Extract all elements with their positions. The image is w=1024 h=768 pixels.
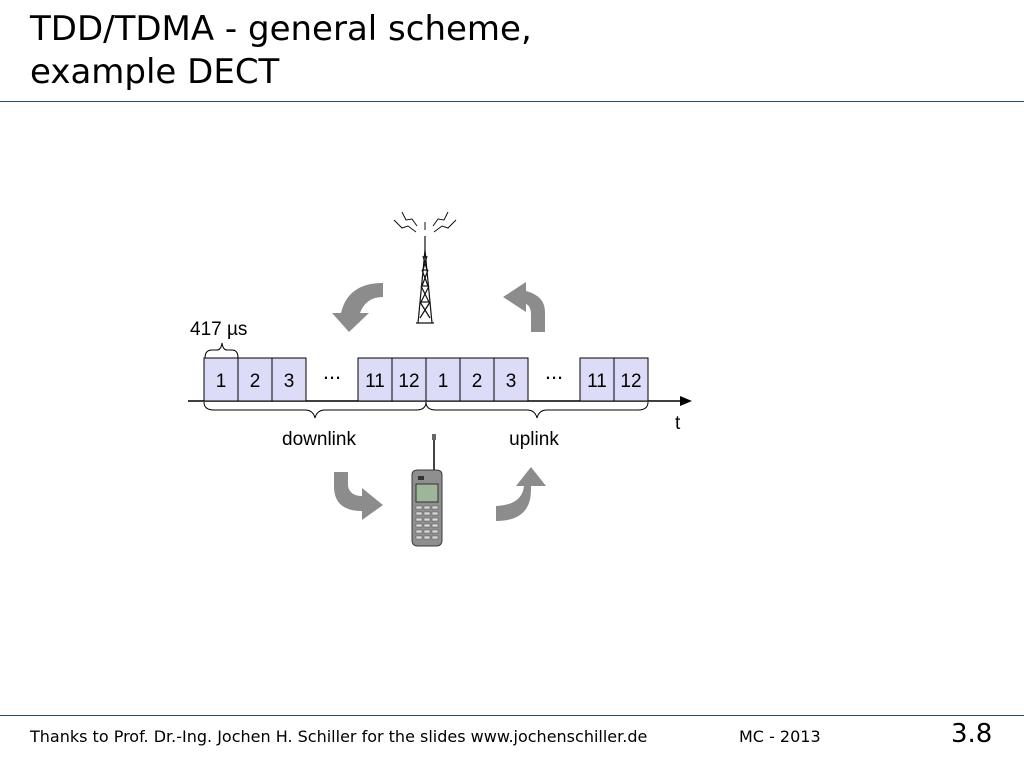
footer-course: MC - 2013 (739, 727, 821, 746)
time-axis-arrowhead-icon (680, 396, 692, 406)
downlink-slot-box (271, 357, 307, 402)
title-divider (0, 101, 1024, 102)
slide-number: 3.8 (951, 719, 993, 749)
title-line-1: TDD/TDMA - general scheme, (30, 9, 532, 49)
downlink-slot-label: 12 (398, 371, 419, 392)
uplink-ellipsis: ... (545, 359, 563, 384)
arrow-bottom-left-icon (334, 472, 383, 520)
arrow-bottom-right-icon (496, 467, 546, 521)
downlink-ellipsis: ... (323, 359, 341, 384)
downlink-slot-box (203, 357, 239, 402)
base-station-antenna-icon (393, 211, 457, 324)
uplink-slot-box (613, 357, 649, 402)
uplink-slot-box (493, 357, 529, 402)
mobile-handset-icon (411, 434, 443, 547)
downlink-brace (203, 401, 427, 419)
footer-divider (0, 715, 1024, 716)
uplink-slot-box (459, 357, 495, 402)
uplink-slots (425, 357, 649, 402)
downlink-slot-box (237, 357, 273, 402)
uplink-label: uplink (509, 429, 559, 450)
uplink-slot-box (579, 357, 615, 402)
downlink-slot-box (391, 357, 427, 402)
title-line-2: example DECT (30, 52, 280, 92)
uplink-slot-label: 1 (438, 371, 449, 392)
downlink-label: downlink (282, 429, 356, 450)
arrow-top-right-icon (503, 282, 545, 332)
downlink-slot-label: 11 (365, 371, 385, 392)
footer-credit: Thanks to Prof. Dr.-Ing. Jochen H. Schil… (30, 727, 648, 746)
slide-title: TDD/TDMA - general scheme, example DECT (30, 8, 532, 94)
uplink-slot-label: 11 (587, 371, 607, 392)
slot-duration-label: 417 µs (190, 319, 247, 340)
downlink-slot-label: 2 (250, 371, 261, 392)
uplink-slot-label: 3 (506, 371, 517, 392)
uplink-brace (425, 401, 649, 419)
downlink-slot-label: 3 (284, 371, 295, 392)
arrow-top-left-icon (332, 283, 383, 332)
time-axis-label: t (675, 413, 681, 434)
uplink-slot-label: 12 (620, 371, 641, 392)
downlink-slot-label: 1 (216, 371, 227, 392)
uplink-slot-box (425, 357, 461, 402)
uplink-slot-label: 2 (472, 371, 483, 392)
downlink-slot-box (357, 357, 393, 402)
downlink-slots (203, 357, 427, 402)
slot-duration-brace (204, 342, 239, 359)
